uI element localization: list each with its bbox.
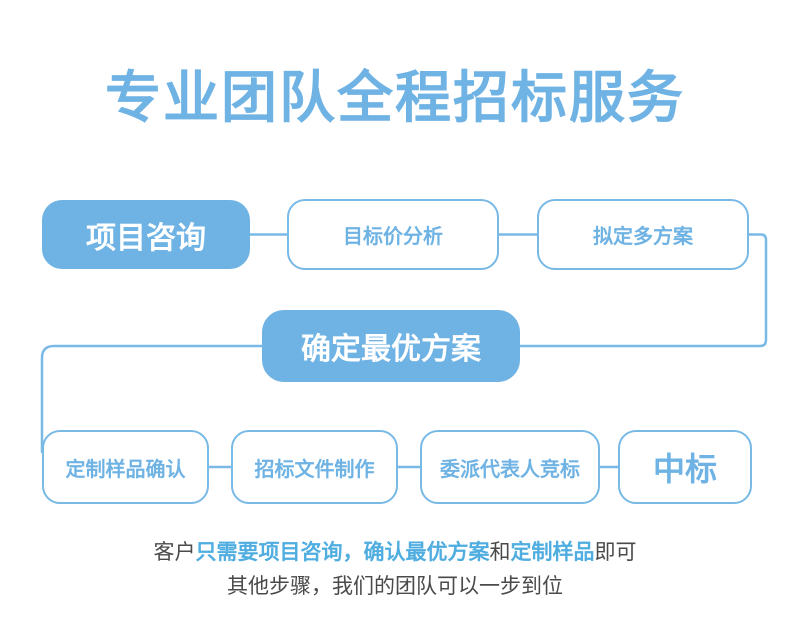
connector-scheme-best [518,233,768,348]
footer-segment-0: 其他步骤，我们的团队可以一步到位 [227,575,563,598]
footer-segment-2: 和 [489,541,511,564]
footer-line-2: 其他步骤，我们的团队可以一步到位 [0,570,790,604]
flow-node-consult[interactable]: 项目咨询 [42,200,250,269]
page-title: 专业团队全程招标服务 [105,66,685,129]
footer-segment-0: 客户 [153,541,196,564]
flow-node-delegate-representative[interactable]: 委派代表人竞标 [420,430,600,504]
flow-node-bid-document-prep[interactable]: 招标文件制作 [231,430,398,504]
footer-note: 客户只需要项目咨询，确认最优方案和定制样品即可 其他步骤，我们的团队可以一步到位 [0,536,790,604]
flow-node-draft-schemes[interactable]: 拟定多方案 [537,199,749,270]
flow-node-win-bid[interactable]: 中标 [618,430,752,504]
flow-node-confirm-best-scheme[interactable]: 确定最优方案 [262,310,520,382]
connector-best-sample [40,344,264,454]
footer-line-1: 客户只需要项目咨询，确认最优方案和定制样品即可 [0,536,790,570]
footer-segment-1: 只需要项目咨询，确认最优方案 [195,541,490,564]
footer-segment-4: 即可 [594,541,637,564]
footer-segment-3: 定制样品 [510,541,595,564]
flow-node-target-price-analysis[interactable]: 目标价分析 [287,199,499,270]
flow-node-sample-confirmation[interactable]: 定制样品确认 [42,430,209,504]
